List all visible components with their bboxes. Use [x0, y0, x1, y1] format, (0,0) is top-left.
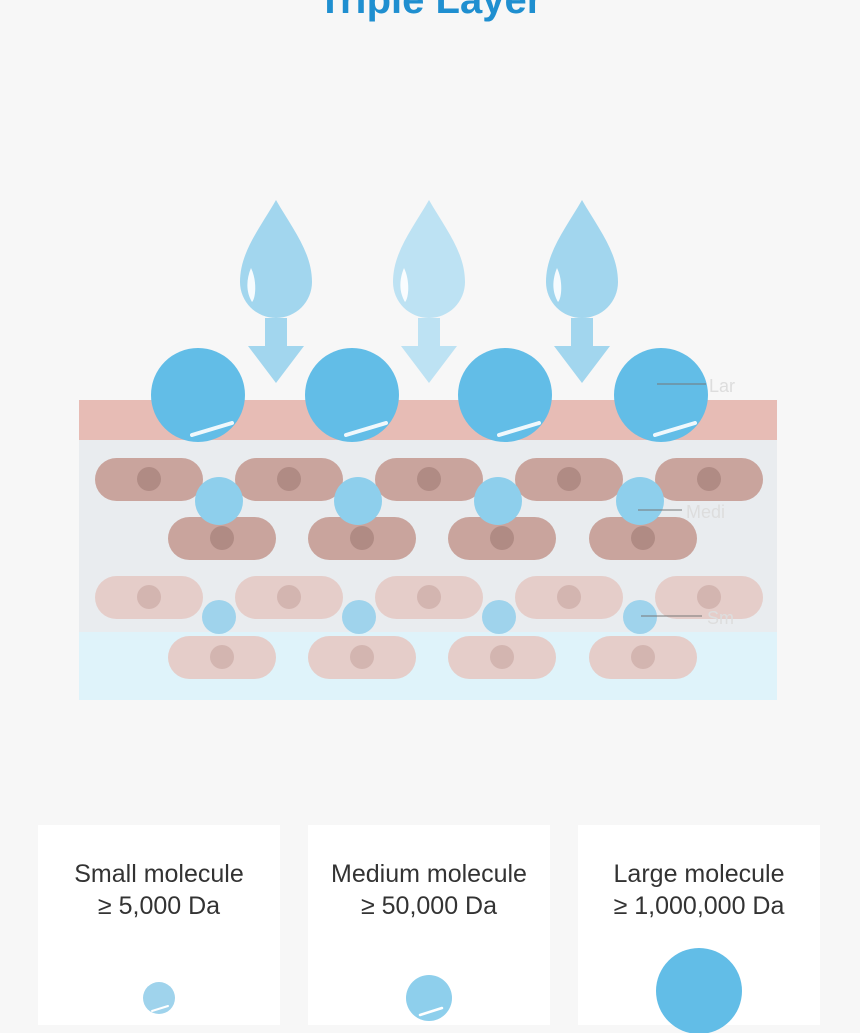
- page-title: Triple Layer: [317, 0, 543, 22]
- molecule-cards: Small molecule ≥ 5,000 Da Medium molecul…: [0, 825, 860, 1033]
- card-weight: ≥ 1,000,000 Da: [613, 892, 785, 920]
- dermis-cell-nuclei-light: [137, 585, 721, 669]
- small-molecules: [202, 600, 657, 634]
- card-title: Small molecule: [74, 860, 244, 888]
- water-drop-arrow-icon: [393, 200, 465, 383]
- small-molecule-icon: [143, 982, 175, 1014]
- medium-molecule-icon: [406, 975, 452, 1021]
- small-molecule-card: Small molecule ≥ 5,000 Da: [38, 825, 280, 1025]
- medium-molecule-card: Medium molecule ≥ 50,000 Da: [308, 825, 550, 1025]
- medium-layer-label: Medi: [686, 502, 725, 522]
- large-layer-label: Lar: [709, 376, 735, 396]
- water-drop-arrow-icon: [546, 200, 618, 383]
- small-layer-label: Sm: [707, 608, 734, 628]
- skin-layer-diagram: Lar Medi Sm: [79, 200, 777, 700]
- card-title: Large molecule: [613, 860, 785, 888]
- medium-molecules: [195, 477, 664, 525]
- large-molecule-icon: [656, 948, 742, 1033]
- card-weight: ≥ 50,000 Da: [360, 892, 498, 920]
- dermis-cell-nuclei-dark: [137, 467, 721, 550]
- large-molecules: [151, 348, 708, 442]
- large-molecule-card: Large molecule ≥ 1,000,000 Da: [578, 825, 820, 1033]
- water-drop-arrow-icon: [240, 200, 312, 383]
- card-weight: ≥ 5,000 Da: [97, 892, 221, 920]
- card-title: Medium molecule: [331, 860, 527, 888]
